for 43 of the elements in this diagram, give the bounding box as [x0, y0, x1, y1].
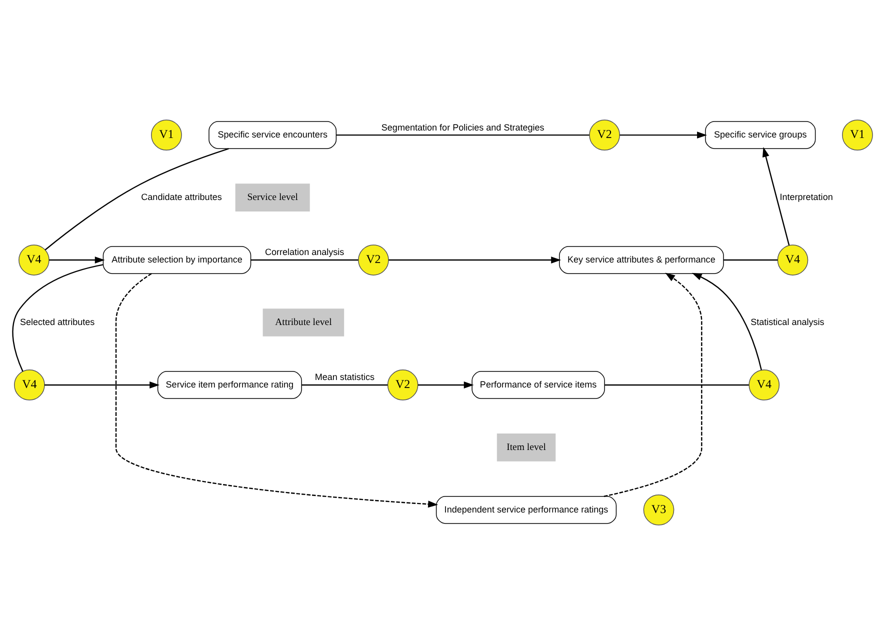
node-box: Performance of service items	[471, 370, 604, 398]
connector	[336, 134, 589, 136]
connector	[12, 264, 103, 372]
node-circle: V1	[842, 119, 872, 150]
label: Service level	[246, 192, 298, 203]
arrow	[603, 272, 702, 496]
node-box: Service item performance rating	[156, 370, 302, 398]
connector	[301, 384, 388, 386]
label: Attribute level	[274, 316, 332, 328]
node-box: Specific service encounters	[208, 120, 336, 148]
edge-label: Interpretation	[779, 191, 832, 202]
node-circle: V4	[18, 244, 49, 275]
label: Item level	[506, 442, 546, 453]
node-circle: V4	[748, 369, 780, 400]
connector	[723, 258, 778, 260]
connector	[250, 258, 358, 260]
edge-label: Correlation analysis	[264, 246, 344, 257]
connector	[604, 384, 748, 386]
node-circle: V4	[776, 244, 808, 275]
arrow	[619, 131, 706, 138]
node-circle: V2	[588, 119, 620, 150]
node-box: Independent service performance ratings	[435, 496, 616, 524]
arrow	[762, 146, 790, 245]
edge-label: Statistical analysis	[750, 316, 824, 326]
arrow	[48, 256, 104, 263]
node-circle: V1	[150, 119, 182, 150]
node-box: Attribute selection by importance	[102, 246, 251, 274]
node-circle: V2	[358, 244, 388, 275]
arrow	[388, 256, 561, 263]
node-circle: V3	[642, 494, 674, 525]
node-circle: V4	[14, 369, 44, 400]
node-box: Specific service groups	[704, 120, 816, 148]
arrow	[114, 272, 438, 508]
edge-label: Mean statistics	[314, 372, 374, 382]
edge-label: Segmentation for Policies and Strategies	[380, 122, 544, 132]
edge-label: Candidate attributes	[140, 191, 222, 202]
node-box: Key service attributes & performance	[558, 246, 724, 274]
edge-label: Selected attributes	[19, 316, 94, 326]
arrow	[691, 272, 762, 370]
arrow	[44, 381, 160, 388]
node-circle: V2	[386, 369, 418, 400]
arrow	[417, 381, 474, 388]
connector	[44, 148, 228, 250]
